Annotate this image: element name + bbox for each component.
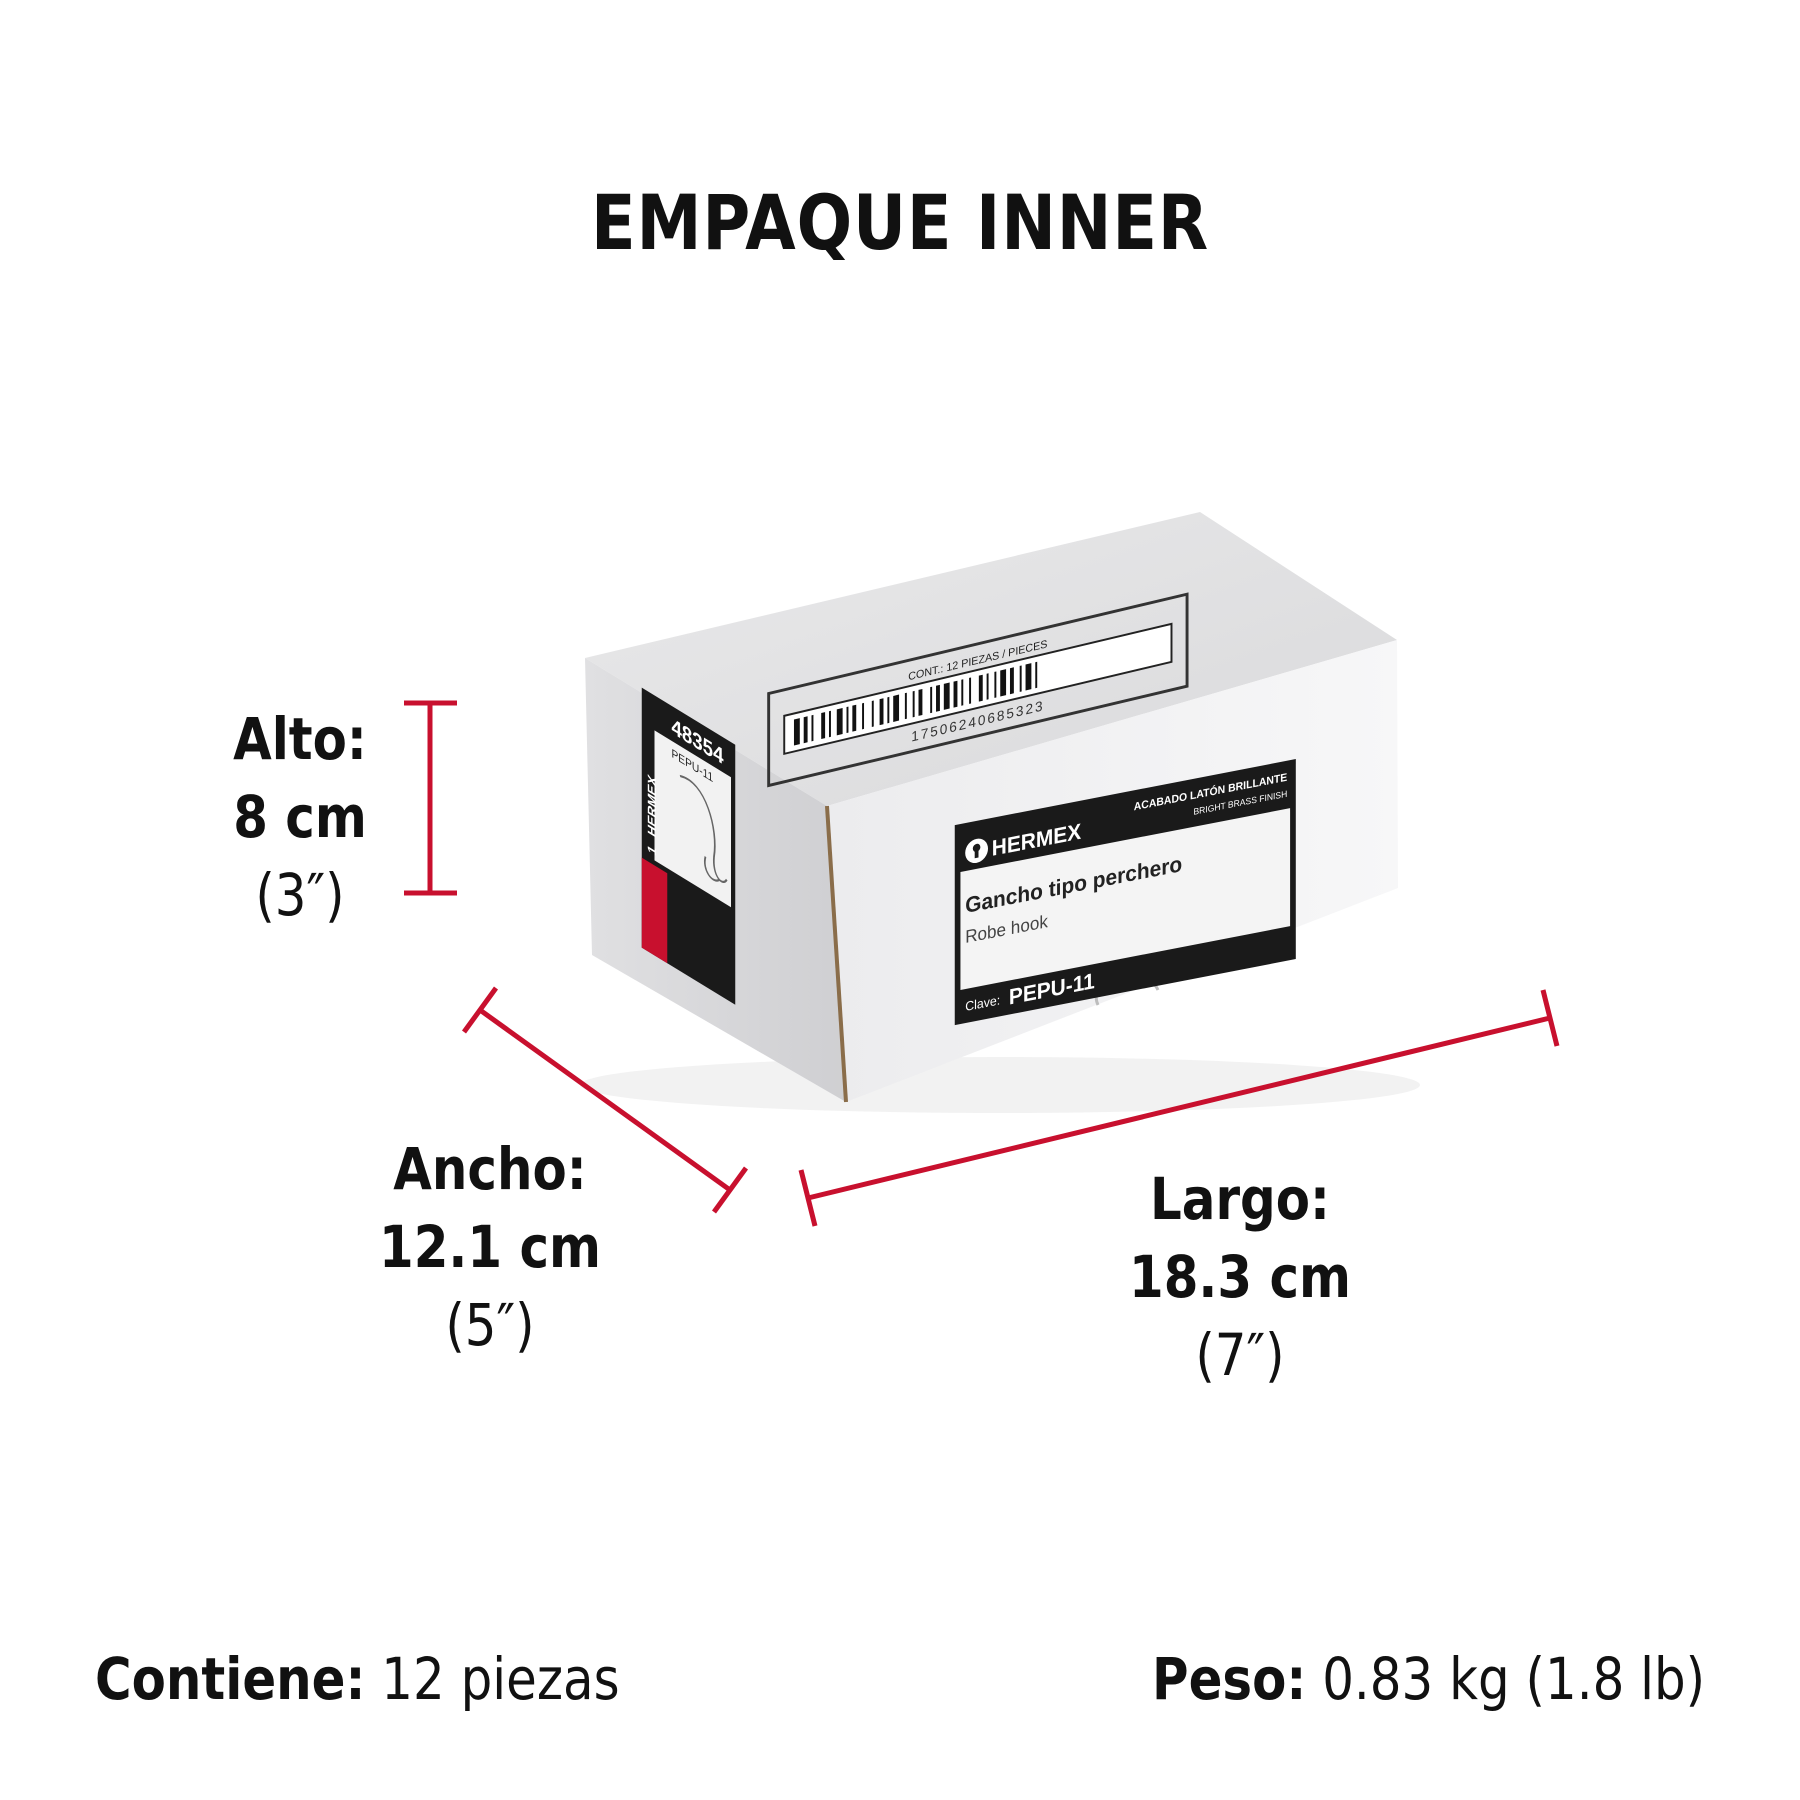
barcode-bar (969, 677, 972, 704)
contains-value: 12 piezas (381, 1645, 620, 1713)
side-label: 1 HERMEX 48354 PEPU-11 (641, 687, 736, 1005)
barcode-bar (961, 679, 964, 706)
barcode-bar (811, 714, 814, 742)
box-edge (825, 805, 848, 1103)
alto-imperial: (3″) (255, 861, 345, 929)
ancho-metric: 12.1 cm (379, 1213, 601, 1281)
front-product-label: HERMEX ACABADO LATÓN BRILLANTE BRIGHT BR… (954, 759, 1296, 1026)
dimension-largo: Largo: 18.3 cm (7″) (1128, 1160, 1352, 1394)
barcode-bar (986, 673, 989, 700)
weight-label: Peso: (1151, 1645, 1307, 1713)
barcode-bar (904, 692, 907, 720)
dimension-line-largo (798, 989, 1560, 1227)
barcode-bar (1009, 667, 1014, 695)
largo-metric: 18.3 cm (1129, 1243, 1351, 1311)
barcode-bar (793, 718, 800, 746)
barcode-bar (846, 706, 849, 734)
barcode-bar (912, 690, 915, 718)
barcode-bar (978, 674, 983, 702)
contains-label: Contiene: (95, 1645, 366, 1713)
dimension-ancho: Ancho: 12.1 cm (5″) (378, 1130, 602, 1364)
barcode-bar (930, 686, 933, 714)
barcode (793, 661, 1038, 746)
dimension-line-alto (404, 700, 457, 896)
barcode-bar (936, 684, 940, 712)
side-label-brand: HERMEX (645, 771, 659, 840)
barcode-bar (1035, 661, 1038, 689)
footer-weight: Peso: 0.83 kg (1.8 lb) (1152, 1645, 1705, 1713)
largo-label: Largo: (1150, 1165, 1330, 1233)
barcode-bar (918, 689, 923, 716)
barcode-bar (1019, 665, 1022, 692)
barcode-bar (862, 702, 865, 730)
ancho-label: Ancho: (393, 1135, 587, 1203)
footer-contains: Contiene: 12 piezas (95, 1645, 620, 1713)
barcode-bar (828, 710, 831, 738)
largo-imperial: (7″) (1195, 1321, 1285, 1389)
front-label-key-label: Clave: (965, 992, 1000, 1014)
barcode-bar (1000, 669, 1007, 697)
weight-value: 0.83 kg (1.8 lb) (1322, 1645, 1705, 1713)
barcode-bar (953, 680, 958, 708)
hook-icon (679, 774, 728, 883)
dimension-alto: Alto: 8 cm (3″) (214, 700, 386, 934)
barcode-bar (1025, 663, 1032, 691)
alto-metric: 8 cm (233, 783, 367, 851)
barcode-bar (994, 671, 997, 698)
barcode-bar (943, 682, 950, 710)
page-title: EMPAQUE INNER (590, 178, 1210, 267)
dimension-line-ancho (461, 986, 749, 1214)
alto-label: Alto: (233, 705, 367, 773)
barcode-bar (803, 716, 808, 744)
barcode-bar (879, 698, 884, 726)
barcode-bar (871, 700, 874, 728)
barcode-bar (821, 712, 826, 740)
ancho-imperial: (5″) (445, 1291, 535, 1359)
barcode-bar (852, 704, 857, 732)
barcode-bar (887, 696, 890, 724)
barcode-bar (893, 694, 900, 722)
barcode-bar (836, 707, 843, 736)
box-shadow (580, 1057, 1420, 1113)
